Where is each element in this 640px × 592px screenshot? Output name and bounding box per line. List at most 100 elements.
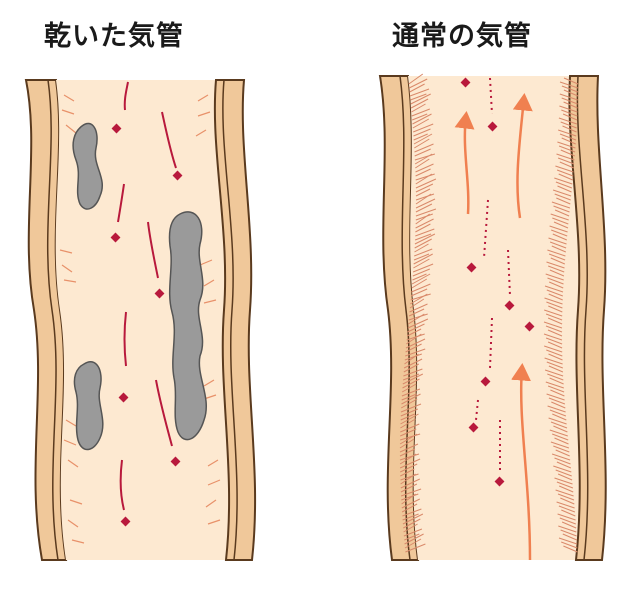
particle-dot-icon <box>480 376 491 387</box>
cilium <box>559 517 576 525</box>
cilium <box>544 309 563 317</box>
cilium <box>547 405 566 413</box>
cilium <box>546 289 563 297</box>
cilium <box>413 258 430 269</box>
cilium <box>412 263 434 273</box>
cilium <box>399 453 420 461</box>
cilium <box>410 93 431 105</box>
cilium <box>407 318 429 329</box>
cilium <box>407 323 425 333</box>
left-panel-title: 乾いた気管 <box>44 21 184 52</box>
cilium <box>399 448 416 457</box>
cilium <box>548 265 565 273</box>
cilium <box>562 125 577 133</box>
cilium <box>403 363 420 373</box>
cilium <box>557 473 573 481</box>
cilium <box>402 378 420 389</box>
cilium <box>553 221 569 229</box>
cilium <box>546 301 563 309</box>
cilium <box>403 528 423 537</box>
cilium <box>548 293 563 301</box>
cilium <box>561 97 578 105</box>
cilium <box>402 513 424 525</box>
particle-dotted-trails <box>475 77 511 470</box>
cilium <box>548 237 567 245</box>
cilium <box>401 493 416 505</box>
dry-mucus-plug-icon <box>168 211 208 441</box>
cilium <box>414 238 432 249</box>
cilium <box>402 373 424 385</box>
cilium <box>558 525 577 533</box>
cilium <box>552 433 569 441</box>
cilium <box>558 145 576 153</box>
cilium <box>415 213 433 221</box>
particle-dot-icon <box>466 262 477 273</box>
cilium <box>415 203 433 213</box>
cilium <box>561 509 576 517</box>
cilium <box>415 213 430 225</box>
particle-dot-icon <box>110 232 121 243</box>
cilium <box>401 383 417 393</box>
cilium <box>409 298 425 309</box>
particle-dot-icon <box>468 422 479 433</box>
cilium <box>554 193 571 201</box>
cilium <box>400 473 416 485</box>
cilium <box>547 385 565 393</box>
cilium <box>415 168 431 177</box>
cilium <box>404 538 422 549</box>
cilium <box>415 173 435 181</box>
cilium <box>559 81 579 89</box>
cilium <box>557 141 576 149</box>
cilium <box>410 93 427 101</box>
cilium <box>402 508 422 517</box>
particle-dot-icon <box>504 300 515 311</box>
cilium <box>556 197 571 205</box>
cilium <box>415 218 434 229</box>
cilium <box>545 273 564 281</box>
cilium <box>562 533 577 541</box>
dry-trachea-panel <box>24 79 257 561</box>
cilium <box>405 348 426 357</box>
cilium <box>558 173 573 181</box>
cilium <box>550 257 565 265</box>
cilium <box>545 313 563 321</box>
cilium <box>555 181 573 189</box>
cilium <box>563 545 578 553</box>
cilium <box>555 469 572 477</box>
cilium <box>412 113 428 121</box>
cilium <box>400 403 422 413</box>
cilium <box>415 173 433 185</box>
particle-dot-icon <box>111 123 122 134</box>
cilium <box>559 485 574 493</box>
cilium <box>554 457 571 465</box>
cilium <box>400 483 418 493</box>
particle-dot-icon <box>154 288 165 299</box>
cilium <box>414 233 436 245</box>
cilium <box>408 78 428 89</box>
cilium <box>399 428 417 437</box>
dry-mucus-plug-icon <box>73 361 104 451</box>
cilium <box>414 148 431 157</box>
cilium <box>559 93 578 101</box>
cilium <box>560 149 575 157</box>
cilium <box>415 193 435 201</box>
particle-dot-icon <box>494 476 505 487</box>
cilium <box>405 343 422 353</box>
cilium <box>413 123 434 133</box>
normal-trachea-panel <box>378 73 607 561</box>
cilium <box>399 463 418 473</box>
cilium <box>410 288 428 297</box>
cilium <box>553 205 570 213</box>
cilium <box>556 481 574 489</box>
cilium <box>551 245 566 253</box>
cilium <box>556 501 575 509</box>
cilium <box>550 213 569 221</box>
cilium <box>547 329 563 337</box>
cilium <box>551 453 571 461</box>
cilium <box>404 533 420 541</box>
cilium <box>412 118 430 129</box>
cilium <box>552 413 567 421</box>
cilium <box>413 133 428 141</box>
cilium <box>544 297 563 305</box>
cilium <box>414 243 429 253</box>
